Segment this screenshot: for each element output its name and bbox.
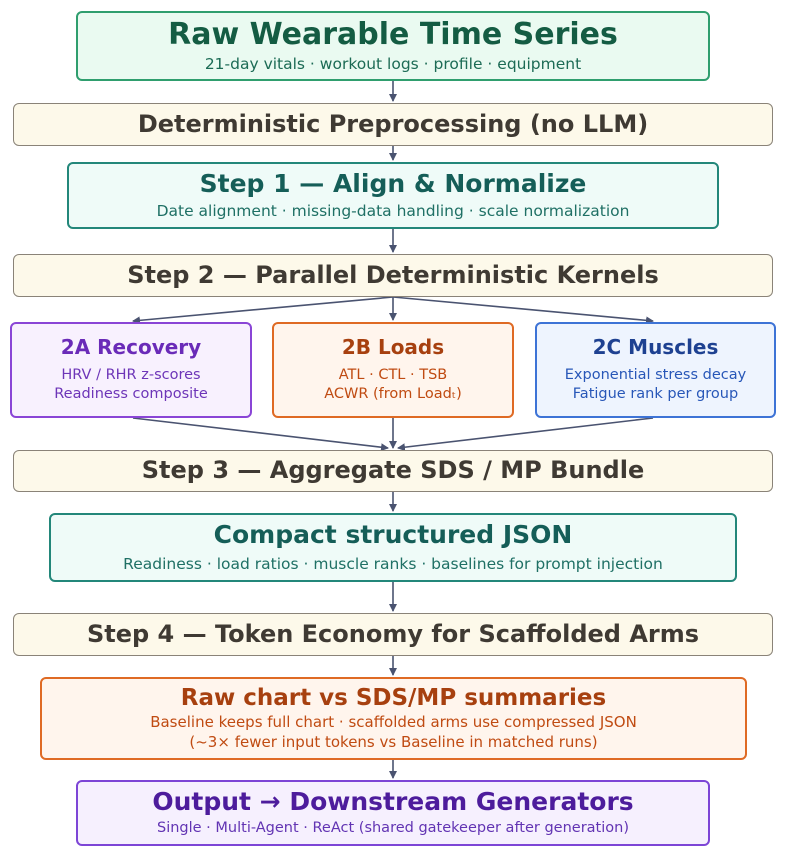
muscles-line-2: Fatigue rank per group <box>572 386 739 402</box>
loads-line-2: ACWR (from Loadₜ) <box>324 386 462 402</box>
step1-title: Step 1 — Align & Normalize <box>199 168 587 198</box>
raw-time-series-subtitle: 21-day vitals · workout logs · profile ·… <box>204 55 582 74</box>
loads-line-1: ATL · CTL · TSB <box>338 367 448 384</box>
raw-chart-title: Raw chart vs SDS/MP summaries <box>180 684 607 711</box>
raw-chart-line-2: (~3× fewer input tokens vs Baseline in m… <box>189 732 598 751</box>
step1-subtitle: Date alignment · missing-data handling ·… <box>156 202 630 221</box>
muscles-kernel-box: 2C Muscles Exponential stress decay Fati… <box>535 322 776 418</box>
raw-time-series-title: Raw Wearable Time Series <box>168 16 618 52</box>
step4-header: Step 4 — Token Economy for Scaffolded Ar… <box>13 613 773 656</box>
loads-kernel-box: 2B Loads ATL · CTL · TSB ACWR (from Load… <box>272 322 514 418</box>
muscles-title: 2C Muscles <box>592 335 719 360</box>
arrow-muscles-to-step3 <box>397 417 654 452</box>
output-subtitle: Single · Multi-Agent · ReAct (shared gat… <box>157 820 629 837</box>
compact-json-title: Compact structured JSON <box>213 520 573 550</box>
muscles-line-1: Exponential stress decay <box>564 367 747 384</box>
compact-json-subtitle: Readiness · load ratios · muscle ranks ·… <box>123 554 663 573</box>
step2-header: Step 2 — Parallel Deterministic Kernels <box>13 254 773 297</box>
step3-title: Step 3 — Aggregate SDS / MP Bundle <box>141 456 645 485</box>
recovery-title: 2A Recovery <box>60 335 202 360</box>
compact-json-box: Compact structured JSON Readiness · load… <box>49 513 737 582</box>
raw-time-series-box: Raw Wearable Time Series 21-day vitals ·… <box>76 11 710 81</box>
arrow-step2-to-recovery <box>132 296 394 325</box>
arrow-step2-to-muscles <box>392 296 654 325</box>
step3-header: Step 3 — Aggregate SDS / MP Bundle <box>13 450 773 492</box>
recovery-line-1: HRV / RHR z-scores <box>61 367 201 384</box>
arrow-recovery-to-step3 <box>132 417 389 452</box>
output-box: Output → Downstream Generators Single · … <box>76 780 710 846</box>
recovery-line-2: Readiness composite <box>54 386 208 402</box>
preprocessing-title: Deterministic Preprocessing (no LLM) <box>137 109 649 138</box>
step1-box: Step 1 — Align & Normalize Date alignmen… <box>67 162 719 229</box>
step4-title: Step 4 — Token Economy for Scaffolded Ar… <box>86 619 700 648</box>
preprocessing-header: Deterministic Preprocessing (no LLM) <box>13 103 773 146</box>
raw-chart-vs-summaries-box: Raw chart vs SDS/MP summaries Baseline k… <box>40 677 747 760</box>
output-title: Output → Downstream Generators <box>152 786 634 816</box>
loads-title: 2B Loads <box>341 335 445 360</box>
recovery-kernel-box: 2A Recovery HRV / RHR z-scores Readiness… <box>10 322 252 418</box>
raw-chart-line-1: Baseline keeps full chart · scaffolded a… <box>150 713 637 732</box>
step2-title: Step 2 — Parallel Deterministic Kernels <box>127 260 659 289</box>
